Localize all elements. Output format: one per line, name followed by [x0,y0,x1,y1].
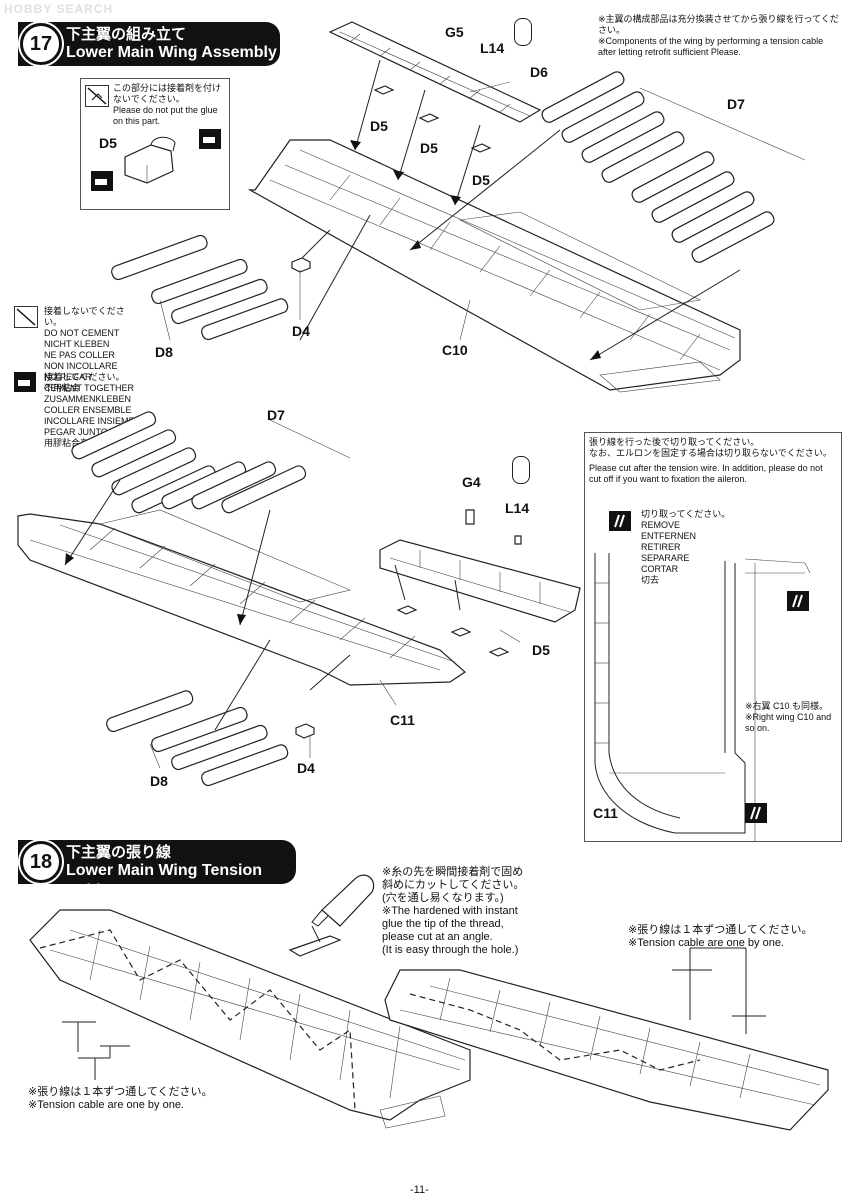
part-label-d7: D7 [727,96,745,112]
part-l14-drawing [514,18,532,46]
legend-line: 不用粘合 [44,383,81,393]
part-label-l14: L14 [480,40,505,56]
legend-line: DO NOT CEMENT [44,328,120,338]
remove-line: SEPARARE [641,553,690,563]
cable-note-en: ※Tension cable are one by one. [628,937,784,949]
part-label-d5: D5 [532,642,550,658]
step-18-title-en: Lower Main Wing Tension Cable [66,862,262,899]
right-wing-note: ※右翼 C10 も同様。 ※Right wing C10 and so on. [745,701,837,734]
legend-line: 用膠粘合在一起 [44,438,108,448]
remove-line: RETIRER [641,542,681,552]
cable-note-right: ※張り線は１本ずつ通してください。 ※Tension cable are one… [628,924,813,950]
legend-line: NE PAS COLLER [44,350,115,360]
step-18-number: 18 [20,841,62,883]
glue-tip-line: ※糸の先を瞬間接着剤で固め [382,866,524,878]
remove-icon [745,803,767,823]
right-wing-note-en: ※Right wing C10 and so on. [745,712,832,733]
part-label-d4: D4 [297,760,315,776]
upper-wing-assembly-drawing [111,21,806,393]
step-18-banner: 18 下主翼の張り線 Lower Main Wing Tension Cable [18,840,296,899]
cable-note-left: ※張り線は１本ずつ通してください。 ※Tension cable are one… [28,1086,213,1112]
step-18-title-ja: 下主翼の張り線 [66,844,172,861]
glue-tip-note: ※糸の先を瞬間接着剤で固め 斜めにカットしてください。 (穴を通し易くなります。… [382,866,524,957]
cable-note-ja: ※張り線は１本ずつ通してください。 [628,924,813,936]
remove-line: REMOVE [641,520,681,530]
no-glue-inset: この部分には接着剤を付けないでください。 Please do not put t… [80,78,230,210]
part-label-d8: D8 [155,344,173,360]
part-label-d4: D4 [292,323,310,339]
legend-line: NO PEGAR [44,372,92,382]
remove-icon [787,591,809,611]
part-label-d8: D8 [150,773,168,789]
step-17-note: ※主翼の構成部品は充分換装させてから張り線を行ってください。 ※Componen… [598,14,842,58]
no-glue-en: Please do not put the glue on this part. [113,105,218,126]
legend-no-cement-text: 接着しないでください。 DO NOT CEMENT NICHT KLEBEN N… [44,306,134,394]
cut-after-tension-box: 張り線を行った後で切り取ってください。 なお、エルロンを固定する場合は切り取らな… [584,432,842,842]
part-label-g5: G5 [445,24,464,40]
legend-cement-text: 接着してください。 CEMENT TOGETHER ZUSAMMENKLEBEN… [44,372,135,449]
tension-cable-drawing [29,874,829,1131]
part-label-c11: C11 [593,805,618,821]
legend-line: CEMENT TOGETHER [44,383,135,393]
step-17-note-ja: ※主翼の構成部品は充分換装させてから張り線を行ってください。 [598,14,839,35]
part-label-d5: D5 [420,140,438,156]
inset-part-d5: D5 [99,135,117,151]
no-glue-ja: この部分には接着剤を付けないでください。 [113,83,222,104]
remove-line: ENTFERNEN [641,531,697,541]
part-label-d5: D5 [472,172,490,188]
legend-line: NICHT KLEBEN [44,339,110,349]
no-cement-icon [14,306,38,328]
c11-detail-drawing [594,553,811,841]
page-number: -11- [410,1184,429,1196]
cement-icon [14,372,36,392]
step-17-title-ja: 下主翼の組み立て [66,26,187,43]
part-label-c11: C11 [390,712,415,728]
cut-note: 張り線を行った後で切り取ってください。 なお、エルロンを固定する場合は切り取らな… [589,437,837,485]
legend-line: NON INCOLLARE [44,361,118,371]
glue-tip-line: ※The hardened with instant [382,905,518,917]
legend-line: 接着しないでください。 [44,306,125,327]
legend-line: COLLER ENSEMBLE [44,405,132,415]
glue-tip-line: (穴を通し易くなります。) [382,892,504,904]
d5-clip-drawing [124,136,176,184]
cable-note-en: ※Tension cable are one by one. [28,1099,184,1111]
cable-note-ja: ※張り線は１本ずつ通してください。 [28,1086,213,1098]
no-cement-icon [85,85,109,107]
remove-line: CORTAR [641,564,679,574]
remove-line: 切去 [641,575,660,585]
cut-note-ja: 張り線を行った後で切り取ってください。 [589,437,760,447]
remove-text: 切り取ってください。 REMOVE ENTFERNEN RETIRER SEPA… [641,509,730,586]
cut-note-en: Please cut after the tension wire. In ad… [589,463,823,484]
legend-line: INCOLLARE INSIEME [44,416,135,426]
part-label-d5: D5 [370,118,388,134]
lower-wing-assembly-drawing [17,411,581,787]
glue-tip-line: glue the tip of the thread, [382,918,504,930]
glue-tip-line: please cut at an angle. [382,931,493,943]
legend-line: ZUSAMMENKLEBEN [44,394,132,404]
part-l14-drawing [512,456,530,484]
part-label-c10: C10 [442,342,468,358]
part-label-g4: G4 [462,474,481,490]
cement-icon [199,129,221,149]
legend-line: 接着してください。 [44,372,125,382]
remove-icon [609,511,631,531]
step-17-note-en: ※Components of the wing by performing a … [598,36,824,57]
watermark: HOBBY SEARCH [4,2,114,16]
step-17-number: 17 [20,23,62,65]
glue-tip-line: (It is easy through the hole.) [382,944,519,956]
cut-note-ja: なお、エルロンを固定する場合は切り取らないでください。 [589,448,832,458]
legend-line: PEGAR JUNTO [44,427,108,437]
part-label-d6: D6 [530,64,548,80]
part-label-d7: D7 [267,407,285,423]
step-17-banner: 17 下主翼の組み立て Lower Main Wing Assembly [18,22,280,66]
step-17-title-en: Lower Main Wing Assembly [66,44,277,61]
part-label-l14: L14 [505,500,530,516]
glue-tip-line: 斜めにカットしてください。 [382,879,525,891]
cement-icon [91,171,113,191]
right-wing-note-ja: ※右翼 C10 も同様。 [745,701,829,711]
remove-line: 切り取ってください。 [641,509,731,519]
